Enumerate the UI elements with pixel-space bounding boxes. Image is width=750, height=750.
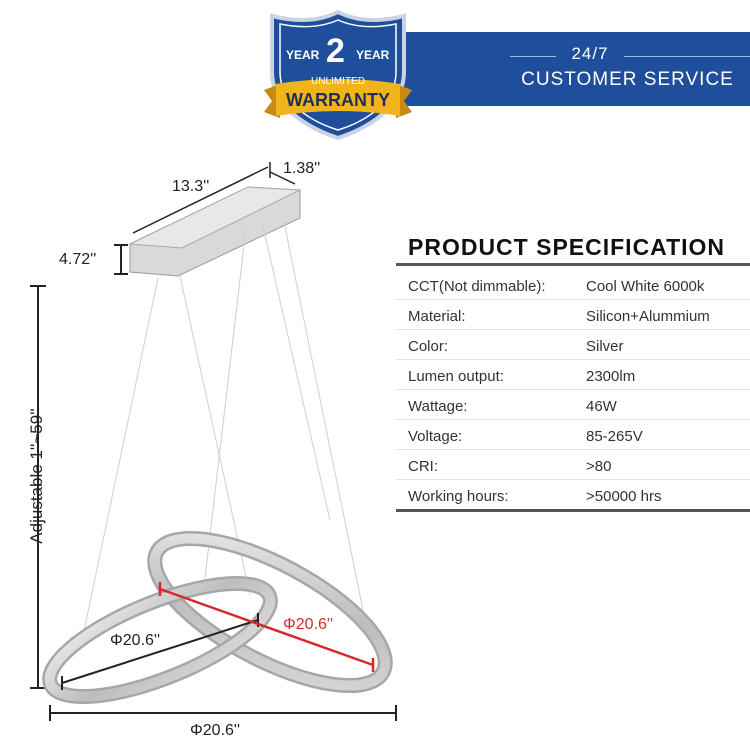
spec-table: CCT(Not dimmable): Cool White 6000k Mate… (396, 270, 750, 512)
overall-width-label: Φ20.6'' (190, 722, 241, 739)
canopy-height-label: 4.72'' (59, 251, 97, 268)
spec-key: Lumen output: (408, 368, 504, 385)
ring-red-diameter-label: Φ20.6'' (283, 616, 334, 633)
suspension-cables (79, 221, 366, 651)
canopy-width-line (269, 171, 296, 185)
badge-warranty: WARRANTY (286, 90, 390, 110)
spec-row-cri: CRI: >80 (396, 450, 750, 480)
spec-row-cct: CCT(Not dimmable): Cool White 6000k (396, 270, 750, 300)
lower-ring (42, 575, 278, 705)
badge-year-left: YEAR (286, 48, 320, 62)
spec-value: Silicon+Alummium (586, 308, 710, 325)
ring-red-diameter-line (159, 587, 374, 667)
spec-value: >50000 hrs (586, 488, 662, 505)
spec-row-voltage: Voltage: 85-265V (396, 420, 750, 450)
badge-unlimited: UNLIMITED (311, 76, 365, 87)
ceiling-canopy (128, 186, 302, 277)
ring-inner-diameter-label: Φ20.6'' (110, 632, 161, 649)
banner-line-2: CUSTOMER SERVICE (521, 69, 734, 90)
spec-key: Wattage: (408, 398, 468, 415)
adjustable-height-label: Adjustable 1''~59'' (27, 408, 46, 544)
spec-key: CCT(Not dimmable): (408, 278, 546, 295)
spec-key: Color: (408, 338, 449, 355)
spec-row-lumen: Lumen output: 2300lm (396, 360, 750, 390)
spec-row-wattage: Wattage: 46W (396, 390, 750, 420)
badge-year-right: YEAR (356, 48, 390, 62)
spec-row-working-hours: Working hours: >50000 hrs (396, 480, 750, 512)
banner-line-1: 24/7 (556, 44, 624, 64)
spec-row-color: Color: Silver (396, 330, 750, 360)
spec-value: 85-265V (586, 428, 643, 445)
spec-key: Voltage: (408, 428, 463, 445)
spec-key: CRI: (408, 458, 438, 475)
spec-title: PRODUCT SPECIFICATION (408, 234, 726, 260)
canopy-length-line (132, 166, 269, 234)
spec-value: Cool White 6000k (586, 278, 705, 295)
banner-divider (510, 56, 750, 57)
spec-key: Working hours: (408, 488, 509, 505)
badge-number: 2 (326, 32, 345, 70)
upper-ring (147, 530, 393, 694)
warranty-shield-icon (264, 9, 412, 141)
spec-value: 2300lm (586, 368, 636, 385)
canopy-length-label: 13.3'' (172, 178, 210, 195)
spec-value: Silver (586, 338, 624, 355)
spec-row-material: Material: Silicon+Alummium (396, 300, 750, 330)
spec-key: Material: (408, 308, 466, 325)
canopy-width-label: 1.38'' (283, 160, 321, 177)
ring-inner-diameter-line (61, 619, 259, 684)
warranty-badge: YEAR 2 YEAR UNLIMITED WARRANTY (258, 8, 418, 141)
spec-value: 46W (586, 398, 617, 415)
spec-value: >80 (586, 458, 612, 475)
spec-title-divider (396, 263, 750, 266)
